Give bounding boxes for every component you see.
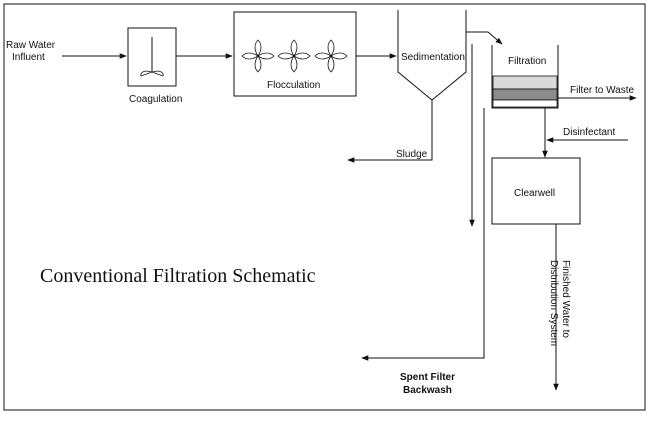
filter-to-waste-label: Filter to Waste [570,85,635,96]
clearwell-label: Clearwell [514,188,555,199]
spent-backwash-arrow [361,108,485,361]
diagram-frame [3,3,646,411]
flocculation-label: Flocculation [267,80,320,91]
clearwell-tank [491,157,581,225]
raw-water-label-2: Influent [12,52,45,63]
spent-backwash-label: Spent Filter [400,372,455,383]
filter-media-sand [492,75,558,90]
sed-to-filter-arrow [466,31,503,45]
paddle-mixer-icon [314,39,348,73]
disinfectant-label: Disinfectant [563,127,615,138]
filter-underdrain [492,99,558,108]
paddle-mixer-icon [241,39,275,73]
rapid-mixer-icon [140,37,164,77]
sludge-arrow [347,100,433,163]
filtration-label: Filtration [508,56,546,67]
raw-water-label: Raw Water [6,40,56,51]
finished-water-label: Finished Water to [560,260,571,338]
finished-water-label-2: Distribution System [548,260,559,346]
spent-backwash-label-2: Backwash [403,385,452,396]
diagram-title: Conventional Filtration Schematic [40,265,316,287]
filter-media-gravel [492,88,558,101]
coagulation-label: Coagulation [129,94,182,105]
sedimentation-label: Sedimentation [401,52,465,63]
sludge-label: Sludge [396,149,428,160]
paddle-mixer-icon [277,39,311,73]
